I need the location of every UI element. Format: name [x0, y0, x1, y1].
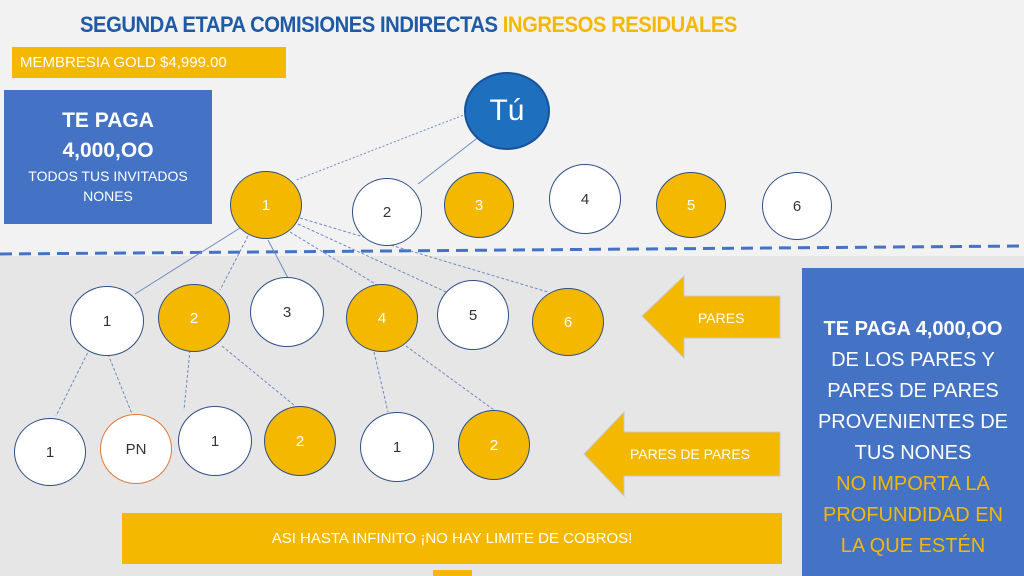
- pay-box-2-line-3: PARES DE PARES: [827, 380, 999, 402]
- level2-node-2: 2: [158, 284, 230, 352]
- level1-node-1: 1: [230, 171, 302, 239]
- pay-box-2-line-7: PROFUNDIDAD EN: [822, 504, 1003, 526]
- connector-l2-4-to-l3-1: [373, 351, 389, 413]
- level3-node-3: 1: [178, 406, 252, 476]
- arrow-pairs-label: PARES: [698, 310, 745, 326]
- pay-box-2-line-4: PROVENIENTES DE: [817, 411, 1009, 433]
- connector-1-to-l2-1: [134, 227, 241, 295]
- level1-node-5: 5: [656, 172, 726, 238]
- arrow-pairs-shape: [641, 274, 781, 360]
- level2-node-4: 4: [346, 284, 418, 352]
- pay-box-2-line-6: NO IMPORTA LA: [836, 473, 990, 495]
- level3-node-pn: PN: [100, 414, 172, 484]
- connector-you-1: [295, 110, 475, 181]
- level3-node-4: 2: [264, 406, 336, 476]
- connector-1-to-l2-4: [289, 231, 383, 289]
- pay-box-2-line-2: DE LOS PARES Y: [831, 349, 995, 371]
- page-title: SEGUNDA ETAPA COMISIONES INDIRECTAS INGR…: [80, 12, 737, 38]
- level2-node-6: 6: [532, 288, 604, 356]
- section-divider: [0, 244, 1024, 256]
- pay-box-pairs: TE PAGA 4,000,OO DE LOS PARES Y PARES DE…: [802, 268, 1024, 576]
- pay-box-1-line-1: TE PAGA: [62, 109, 154, 132]
- node-you: Tú: [464, 72, 550, 150]
- level1-node-4: 4: [549, 164, 621, 234]
- connector-l2-4-to-l3-2: [405, 345, 495, 411]
- connector-l2-1-to-l3-1: [55, 343, 93, 417]
- level3-node-6: 2: [458, 410, 530, 480]
- arrow-pairs-of-pairs-shape: [583, 410, 781, 498]
- infinite-banner: ASI HASTA INFINITO ¡NO HAY LIMITE DE COB…: [122, 513, 782, 564]
- connector-l2-2-to-l3-2: [221, 345, 301, 411]
- pay-box-2-line-5: TUS NONES: [854, 442, 972, 464]
- connector-1-to-l2-2: [219, 235, 249, 291]
- arrow-pairs-of-pairs-label: PARES DE PARES: [630, 446, 751, 462]
- connector-you-2: [417, 135, 481, 185]
- level2-node-5: 5: [437, 280, 509, 350]
- pay-box-odd-invites: TE PAGA 4,000,OO TODOS TUS INVITADOS NON…: [4, 90, 212, 224]
- pay-box-1-line-2: 4,000,OO: [62, 139, 154, 162]
- membership-label: MEMBRESIA GOLD $4,999.00: [12, 47, 286, 78]
- level1-node-2: 2: [352, 178, 422, 246]
- level1-node-6: 6: [762, 172, 832, 240]
- connector-l2-2-to-l3-1: [183, 349, 191, 411]
- connector-1-to-l2-3: [267, 239, 289, 279]
- pay-box-1-line-3: TODOS TUS INVITADOS: [28, 168, 188, 184]
- connector-l2-1-to-l3-pn: [107, 353, 133, 415]
- pay-box-1-line-4: NONES: [83, 188, 133, 204]
- level3-node-5: 1: [360, 412, 434, 482]
- pay-box-2-line-1: TE PAGA 4,000,OO: [823, 318, 1003, 340]
- connector-1-to-l2-5: [297, 223, 447, 293]
- pay-box-2-line-8: LA QUE ESTÉN: [840, 535, 986, 557]
- level2-node-1: 1: [70, 286, 144, 356]
- level2-node-3: 3: [250, 277, 324, 347]
- title-main: SEGUNDA ETAPA COMISIONES INDIRECTAS: [80, 12, 498, 37]
- title-accent: INGRESOS RESIDUALES: [502, 12, 738, 37]
- down-arrow-shape: [433, 570, 472, 576]
- connector-1-to-l2-6: [299, 217, 549, 293]
- level3-node-1: 1: [14, 418, 86, 486]
- level1-node-3: 3: [444, 172, 514, 238]
